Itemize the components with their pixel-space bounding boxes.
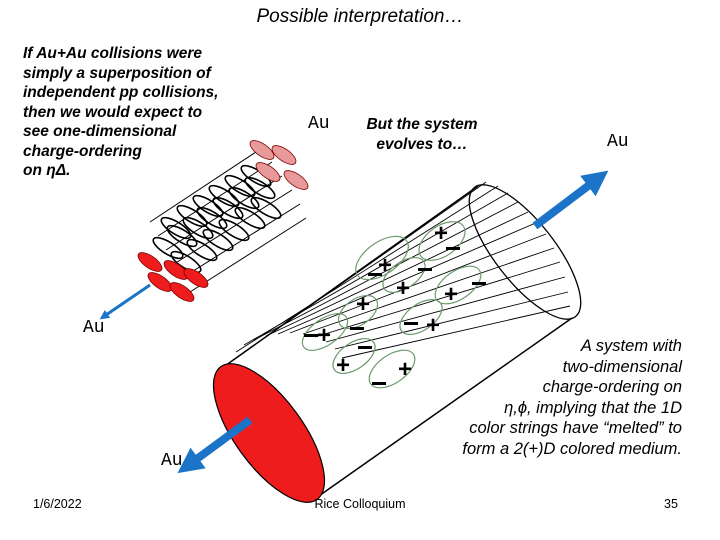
evolution-caption: But the system evolves to…	[348, 115, 496, 155]
colored-medium-tube: + + + + + + + + +	[177, 170, 609, 503]
pink-nucleons	[249, 140, 309, 190]
au-label: Au	[607, 132, 629, 152]
right-note-line: two-dimensional	[562, 357, 682, 376]
left-note-line: simply a superposition of	[23, 64, 211, 82]
plus-charge: +	[398, 356, 412, 383]
red-nucleons	[137, 252, 209, 302]
tube-top-edge	[221, 185, 479, 369]
color-string-rings	[152, 164, 282, 274]
plus-charge: +	[444, 281, 458, 308]
minus-charge	[358, 346, 372, 349]
plus-charge: +	[378, 252, 392, 279]
tube-far-end	[468, 184, 582, 320]
tube-bottom-edge	[315, 317, 573, 499]
plus-charge: +	[396, 275, 410, 302]
minus-charge	[368, 273, 382, 276]
right-note-line: color strings have “melted” to	[469, 419, 682, 437]
arrow-down-left-icon	[99, 283, 151, 320]
minus-charge	[472, 282, 486, 285]
left-note-line: independent pp collisions,	[23, 84, 219, 101]
plus-charge: +	[434, 220, 448, 247]
red-nucleus-disc	[212, 363, 326, 503]
charge-clusters	[301, 221, 482, 389]
right-note-line: charge-ordering on	[542, 378, 682, 396]
footer-venue: Rice Colloquium	[314, 497, 406, 511]
footer-date: 1/6/2022	[33, 497, 82, 511]
minus-charge	[446, 247, 460, 250]
minus-charge	[350, 327, 364, 330]
plus-charge: +	[356, 291, 370, 318]
slide-title: Possible interpretation…	[256, 6, 464, 27]
plus-charge: +	[426, 312, 440, 339]
minus-charge	[372, 382, 386, 385]
arrow-up-right-icon	[532, 170, 609, 230]
pp-collision-string	[99, 140, 309, 320]
charges: + + + + + + + + +	[304, 220, 486, 385]
right-note-line: form a 2(+)D colored medium.	[462, 439, 682, 458]
left-note-line: If Au+Au collisions were	[23, 45, 203, 62]
right-note-line: η,ϕ, implying that the 1D	[504, 398, 682, 417]
page-number: 35	[664, 497, 678, 511]
minus-charge	[404, 322, 418, 325]
plus-charge: +	[317, 322, 331, 349]
plus-charge: +	[336, 352, 350, 379]
minus-charge	[418, 268, 432, 271]
right-note-line: A system with	[580, 337, 682, 355]
left-explanation: If Au+Au collisions were simply a superp…	[23, 44, 243, 181]
mid-note-line: evolves to…	[376, 136, 468, 153]
tube-stripes	[231, 181, 571, 362]
au-label: Au	[308, 114, 330, 134]
mid-note-line: But the system	[366, 116, 478, 133]
left-note-line: then we would expect to	[23, 103, 203, 121]
au-label: Au	[161, 451, 183, 471]
arrow-down-left-icon	[177, 416, 253, 474]
left-note-line: on ηΔ.	[23, 162, 71, 179]
left-note-line: see one-dimensional	[23, 123, 177, 140]
right-explanation: A system with two-dimensional charge-ord…	[398, 336, 682, 459]
minus-charge	[304, 334, 318, 337]
left-note-line: charge-ordering	[23, 142, 142, 160]
au-label: Au	[83, 318, 105, 338]
